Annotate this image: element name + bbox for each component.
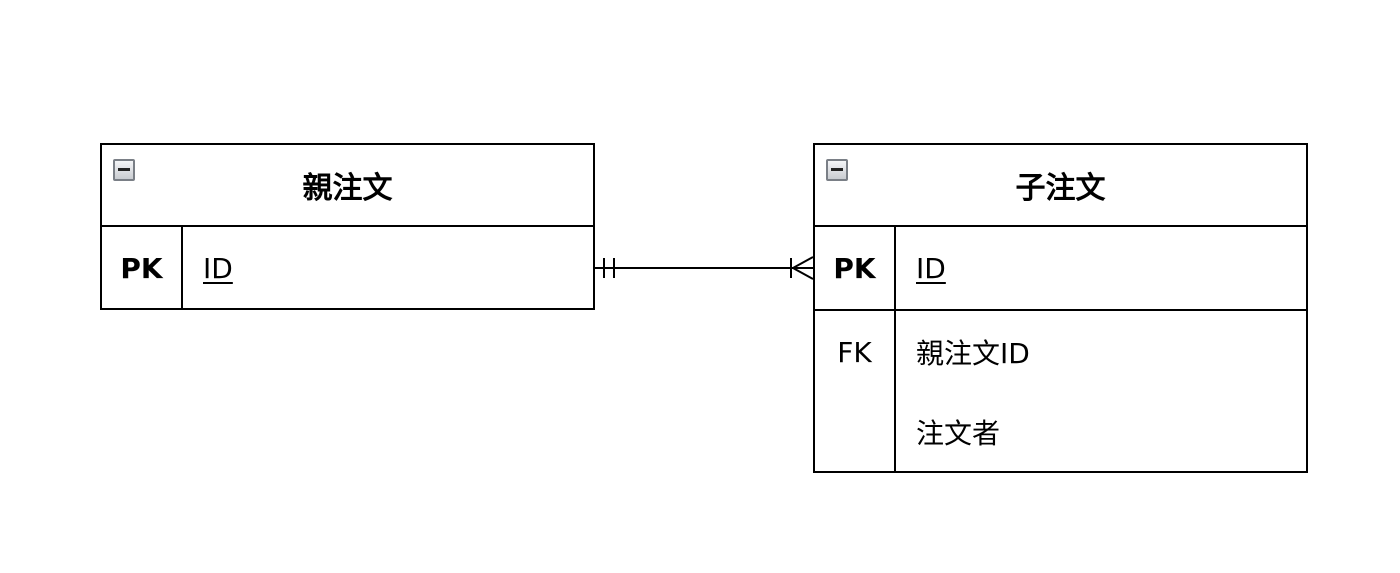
- attribute-name: 親注文ID: [916, 337, 1030, 370]
- entity-header: 親注文: [102, 145, 593, 227]
- attribute-column: ID: [183, 227, 593, 309]
- table-row: PK ID: [102, 227, 593, 309]
- entity-title: 子注文: [1015, 171, 1106, 206]
- collapse-minus-icon[interactable]: [826, 159, 848, 181]
- attribute-name: ID: [916, 251, 946, 285]
- attribute-column: 親注文ID 注文者: [896, 311, 1306, 473]
- key-label: PK: [833, 251, 876, 285]
- attribute-name: 注文者: [916, 417, 1001, 450]
- attribute-column: ID: [896, 227, 1306, 309]
- collapse-minus-icon[interactable]: [113, 159, 135, 181]
- key-column: PK: [102, 227, 183, 309]
- key-label: FK: [837, 335, 872, 369]
- entity-header: 子注文: [815, 145, 1306, 227]
- table-row-fk: FK 親注文ID 注文者: [815, 311, 1306, 473]
- entity-parent-order[interactable]: 親注文 PK ID: [100, 143, 595, 310]
- crows-foot-mark: [792, 267, 814, 280]
- entity-child-order[interactable]: 子注文 PK ID FK 親注文ID 注文者: [813, 143, 1308, 473]
- table-row-pk: PK ID: [815, 227, 1306, 311]
- key-column: FK: [815, 311, 896, 473]
- key-label: PK: [120, 251, 163, 285]
- entity-title: 親注文: [302, 171, 393, 206]
- attribute-name: ID: [203, 251, 233, 285]
- crows-foot-mark: [792, 256, 814, 269]
- key-column: PK: [815, 227, 896, 309]
